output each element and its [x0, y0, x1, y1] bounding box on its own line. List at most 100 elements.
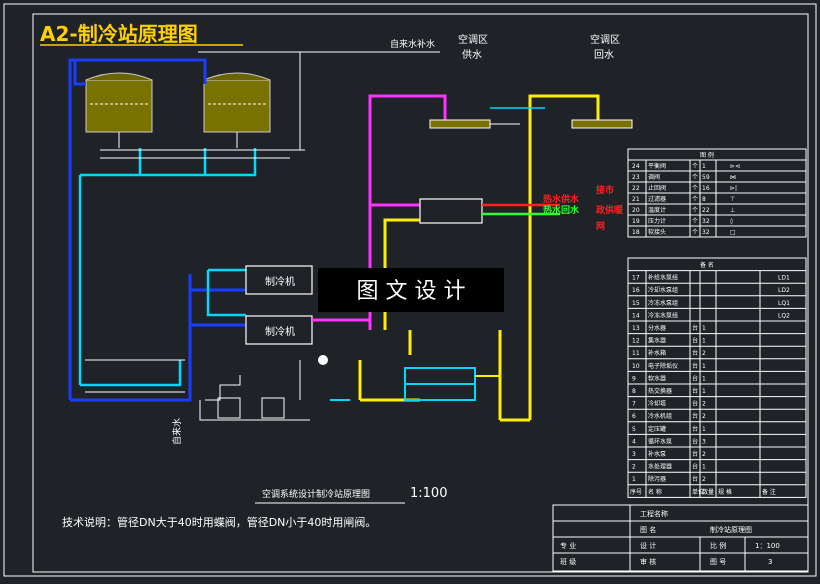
legend-cell: 个 — [692, 196, 698, 203]
equipment-footer-cell: 备 注 — [762, 488, 776, 496]
legend-cell: 个 — [692, 207, 698, 214]
equipment-cell: 循环水泵 — [648, 437, 672, 445]
legend-cell: ⊳| — [730, 185, 737, 192]
equipment-cell: 台 — [692, 324, 698, 332]
drawing-title: A2-制冷站原理图 — [40, 22, 198, 46]
tap-side-label: 自来水 — [171, 418, 183, 445]
equipment-footer-cell: 单位 — [692, 488, 704, 496]
equipment-cell: 1 — [702, 375, 706, 382]
legend-cell: 个 — [692, 185, 698, 192]
ac-return-label-2: 回水 — [594, 49, 614, 61]
legend-cell: 32 — [702, 229, 710, 236]
equipment-cell: 分水器 — [648, 324, 666, 332]
equipment-cell: 2 — [702, 401, 706, 408]
equipment-cell: 5 — [632, 426, 636, 433]
equipment-cell: 4 — [632, 438, 636, 445]
hot-supply-label: 热水供水 — [543, 193, 580, 205]
legend-cell: 8 — [702, 196, 706, 203]
equipment-cell: 3 — [702, 438, 706, 445]
supply-header — [429, 119, 520, 129]
inner-frame — [32, 13, 809, 573]
chilled-water-pipe — [78, 148, 257, 387]
legend-cell: 22 — [702, 207, 710, 214]
legend-cell: ◊ — [730, 218, 733, 225]
equipment-footer-cell: 名 称 — [648, 488, 662, 496]
equipment-cell: 水处理器 — [648, 463, 672, 471]
equipment-cell: 冷冻水泵组 — [648, 311, 678, 319]
pump-group — [404, 367, 500, 401]
cooling-tower-2 — [203, 72, 271, 148]
equipment-cell: 2 — [702, 451, 706, 458]
cooling-tower-1 — [85, 72, 153, 148]
legend-cell: 23 — [632, 174, 640, 181]
equipment-frame — [627, 257, 807, 498]
equipment-cell: 台 — [692, 362, 698, 370]
equipment-cell: 2 — [702, 476, 706, 483]
equipment-cell: 13 — [632, 325, 640, 332]
equipment-cell: 台 — [692, 387, 698, 395]
legend-cell: 19 — [632, 218, 640, 225]
legend-cell: 个 — [692, 163, 698, 170]
equipment-cell: 11 — [632, 350, 640, 357]
equipment-cell: 7 — [632, 401, 636, 408]
project-label: 工程名称 — [640, 509, 668, 518]
equipment-cell: 冷水机组 — [648, 412, 672, 420]
equipment-cell: 14 — [632, 312, 640, 319]
equipment-cell: 补水泵 — [648, 450, 666, 458]
equipment-footer-cell: 规 格 — [718, 488, 732, 496]
legend-cell: ⊳⊲ — [730, 163, 740, 170]
legend-cell: 压力计 — [648, 217, 666, 225]
legend-cell: ⊤ — [730, 196, 735, 203]
equipment-cell: 补水箱 — [648, 349, 666, 357]
equipment-cell: 2 — [702, 413, 706, 420]
equipment-cell: 集水器 — [648, 337, 666, 345]
drawing-name: 制冷站原理图 — [710, 525, 752, 534]
equipment-cell: 电子除垢仪 — [648, 362, 678, 370]
ac-supply-label-1: 空调区 — [458, 33, 488, 46]
design-label: 设 计 — [640, 541, 656, 550]
legend-cell: 22 — [632, 185, 640, 192]
hot-water-pipe — [312, 94, 447, 330]
legend-cell: 止回阀 — [648, 184, 666, 192]
legend-cell: 个 — [692, 218, 698, 225]
return-header — [571, 119, 633, 129]
equipment-cell: 补给水泵组 — [648, 274, 678, 282]
equipment-cell: 10 — [632, 363, 640, 370]
watermark-text: 图 文 设 计 — [357, 279, 466, 304]
title-block: 工程名称 图 名 制冷站原理图 专 业 设 计 比 例 1：100 班 级 审 … — [552, 504, 809, 572]
legend-cell: 温度计 — [648, 206, 666, 214]
tap-water-label: 自来水补水 — [390, 38, 435, 50]
equipment-cell: 8 — [632, 388, 636, 395]
watermark-box — [318, 268, 504, 312]
scale-value: 1：100 — [755, 542, 780, 550]
legend-header: 图 例 — [700, 151, 714, 159]
to-heat-label-1: 接市 — [596, 184, 614, 196]
equipment-cell: LD1 — [778, 275, 790, 282]
equipment-cell: 冷却塔 — [648, 400, 666, 408]
equipment-cell: 12 — [632, 338, 640, 345]
sheet-value: 3 — [768, 558, 772, 566]
equipment-header: 备 名 — [700, 261, 714, 269]
legend-cell: 过滤器 — [648, 195, 666, 203]
svg-text:制冷机: 制冷机 — [265, 275, 295, 288]
equipment-footer-cell: 序号 — [630, 488, 642, 496]
equipment-cell: 台 — [692, 400, 698, 408]
equipment-cell: LQ1 — [778, 300, 790, 307]
equipment-cell: 冷却水泵组 — [648, 286, 678, 294]
equipment-cell: LQ2 — [778, 312, 790, 319]
class-label: 班 级 — [560, 557, 576, 566]
equipment-cell: 1 — [702, 464, 706, 471]
svg-text:制冷机: 制冷机 — [265, 325, 295, 338]
equipment-cell: 1 — [702, 325, 706, 332]
legend-cell: 32 — [702, 218, 710, 225]
equipment-cell: 9 — [632, 375, 636, 382]
legend-cell: 21 — [632, 196, 640, 203]
chiller-2: 制冷机 — [245, 315, 313, 345]
equipment-cell: 1 — [702, 338, 706, 345]
to-heat-label-3: 网 — [596, 221, 605, 232]
legend-cell: ⊥ — [730, 207, 735, 214]
cooling-water-pipe — [68, 58, 246, 402]
